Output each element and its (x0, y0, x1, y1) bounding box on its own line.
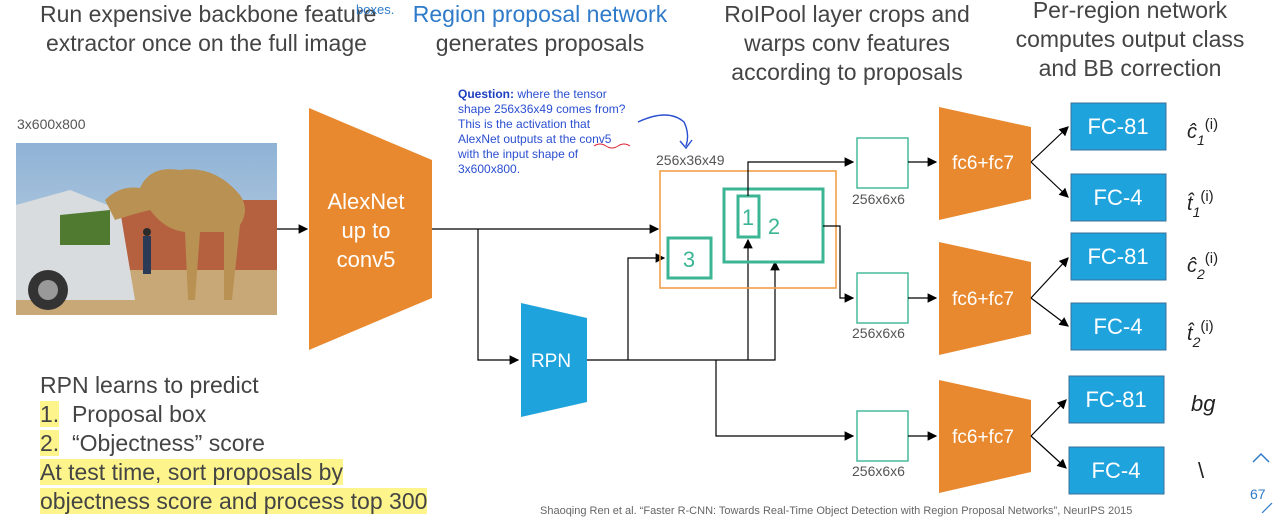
annotation-arrow (637, 114, 689, 147)
rpn-caption-title: Region proposal network (412, 1, 668, 27)
feature-dims: 256x36x49 (656, 152, 725, 168)
rpn-notes-item-2: 2. “Objectness” score (40, 430, 265, 456)
fc81-box-1 (1070, 102, 1167, 151)
fc-output-label-6: FC-4 (1092, 458, 1141, 483)
question-line6: 3x600x800. (458, 162, 521, 176)
backbone-caption-line1: Run expensive backbone feature (40, 1, 377, 27)
fc4-box-2 (1070, 302, 1167, 351)
crop-box-1 (856, 137, 909, 189)
rpn-notes: RPN learns to predict 1. Proposal box 2.… (40, 371, 428, 516)
output-c1: ĉ1(i) (1187, 116, 1218, 148)
rpn-caption-sub: generates proposals (435, 30, 645, 56)
roipool-caption: RoIPool layer crops and warps conv featu… (712, 0, 982, 87)
corner-arrow-icon (1261, 502, 1273, 513)
perregion-caption: Per-region network computes output class… (1000, 0, 1260, 83)
rpn-notes-item-1: 1. Proposal box (40, 401, 207, 427)
fc-block-3 (939, 380, 1031, 493)
fc-output-label-3: FC-81 (1087, 244, 1148, 269)
roi-label-1: 1 (742, 205, 754, 230)
question-line3: This is the activation that (458, 117, 591, 131)
fc81-box-3 (1068, 375, 1165, 424)
rpn-notes-heading: RPN learns to predict (40, 372, 259, 398)
fc-label-1: fc6+fc7 (952, 153, 1014, 174)
output-backslash: \ (1198, 458, 1205, 483)
rpn-block (521, 303, 587, 417)
crop-dims-1: 256x6x6 (852, 191, 905, 207)
fc-label-2: fc6+fc7 (952, 289, 1014, 310)
question-line1: where the tensor (517, 87, 607, 101)
question-line2: shape 256x36x49 comes from? (458, 102, 626, 116)
roi-label-3: 3 (683, 247, 695, 272)
crop-dims-3: 256x6x6 (852, 463, 905, 479)
output-c2: ĉ2(i) (1187, 250, 1218, 282)
fc-output-label-4: FC-4 (1094, 314, 1143, 339)
image-dims: 3x600x800 (17, 116, 86, 132)
alexnet-label-3: conv5 (337, 247, 396, 272)
fc81-box-2 (1070, 232, 1167, 281)
output-bg: bg (1191, 391, 1216, 416)
alexnet-block (309, 108, 432, 350)
output-symbols: ĉ1(i) t̂1(i) ĉ2(i) t̂2(i) bg \ (1187, 116, 1218, 483)
rpn-notes-test-line1: At test time, sort proposals by (40, 459, 343, 485)
backbone-caption-line2: extractor once on the full image (46, 30, 367, 56)
perregion-caption-line2: computes output class (1015, 26, 1245, 52)
question-note: Question: where the tensor shape 256x36x… (458, 87, 625, 177)
fc-label-3: fc6+fc7 (952, 427, 1014, 448)
fc-output-label-5: FC-81 (1085, 387, 1146, 412)
backbone-caption: Run expensive backbone feature extractor… (40, 0, 376, 58)
roipool-caption-line3: according to proposals (731, 59, 963, 85)
rpn-caption: Region proposal network generates propos… (410, 0, 670, 58)
roi-label-2: 2 (768, 214, 780, 239)
question-line5: with the input shape of (458, 147, 579, 161)
fc-block-1 (939, 107, 1031, 220)
rpn-label: RPN (531, 351, 571, 372)
question-line4: AlexNet outputs at the conv5 (458, 132, 612, 146)
question-label: Question: (458, 87, 514, 101)
crop-box-2 (856, 272, 909, 324)
chevron-up-icon[interactable] (1252, 452, 1270, 463)
page-number: 67 (1250, 486, 1266, 502)
alexnet-label-2: up to (342, 218, 391, 243)
rpn-notes-test-line2: objectness score and process top 300 (40, 488, 428, 514)
output-t2: t̂2(i) (1187, 318, 1214, 350)
citation: Shaoqing Ren et al. “Faster R-CNN: Towar… (540, 505, 1133, 517)
fc-block-2 (939, 242, 1031, 355)
roi-box-3 (666, 236, 713, 280)
output-t1: t̂1(i) (1187, 188, 1214, 220)
fc4-box-3 (1068, 446, 1165, 495)
roipool-caption-line2: warps conv features (744, 30, 950, 56)
fc-output-label-1: FC-81 (1087, 114, 1148, 139)
roipool-caption-line1: RoIPool layer crops and (724, 1, 970, 27)
crop-box-3 (856, 410, 909, 462)
crop-dims-2: 256x6x6 (852, 325, 905, 341)
perregion-caption-line1: Per-region network (1032, 0, 1228, 23)
alexnet-label-1: AlexNet (327, 189, 404, 214)
fc4-box-1 (1070, 173, 1167, 222)
input-image (16, 143, 277, 315)
fc-output-label-2: FC-4 (1094, 185, 1143, 210)
overlap-word: boxes. (356, 2, 395, 17)
perregion-caption-line3: and BB correction (1038, 55, 1222, 81)
